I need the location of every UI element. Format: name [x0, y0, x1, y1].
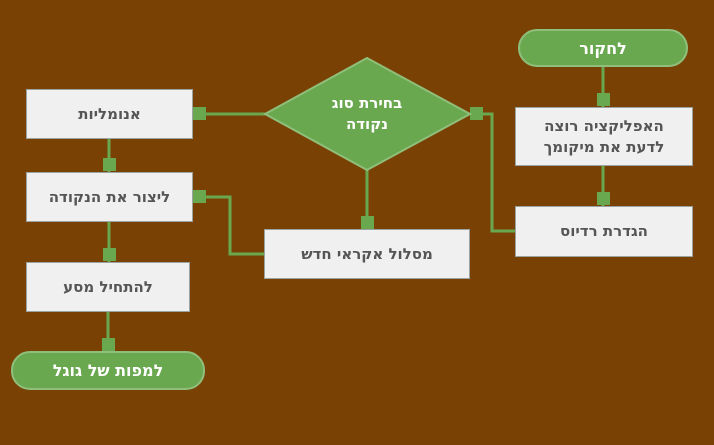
radius-node: הגדרת רדיוס	[515, 206, 693, 257]
port-square	[103, 248, 116, 261]
start-node: לחקור	[518, 29, 688, 67]
port-square	[193, 190, 206, 203]
port-square	[103, 158, 116, 171]
decision-line1: בחירת סוג	[331, 94, 403, 112]
create-point-node: ליצור את הנקודה	[26, 172, 193, 222]
random-route-node: מסלול אקראי חדש	[264, 229, 470, 279]
port-square	[361, 216, 374, 229]
port-square	[597, 93, 610, 106]
start-trip-label: להתחיל מסע	[63, 277, 153, 296]
connector-radius-diamond	[470, 112, 516, 233]
port-square	[470, 107, 483, 120]
start-trip-node: להתחיל מסע	[26, 262, 190, 312]
radius-label: הגדרת רדיוס	[560, 222, 648, 241]
decision-line2: נקודה	[345, 115, 389, 133]
port-square	[193, 107, 206, 120]
port-square	[597, 192, 610, 205]
app-request-line2: לדעת את מיקומך	[543, 137, 665, 156]
connector-route-create	[193, 195, 265, 256]
decision-label: בחירת סוג נקודה	[300, 84, 434, 144]
google-maps-label: למפות של גוגל	[52, 361, 164, 380]
random-route-label: מסלול אקראי חדש	[301, 244, 433, 263]
start-label: לחקור	[579, 38, 627, 58]
google-maps-node: למפות של גוגל	[11, 351, 205, 390]
app-request-line1: האפליקציה רוצה	[544, 117, 664, 136]
decision-diamond	[262, 56, 473, 172]
app-request-node: האפליקציה רוצה לדעת את מיקומך	[515, 107, 693, 166]
create-point-label: ליצור את הנקודה	[48, 187, 171, 206]
anomalies-label: אנומליות	[78, 104, 141, 123]
port-square	[102, 338, 115, 351]
anomalies-node: אנומליות	[26, 89, 193, 139]
